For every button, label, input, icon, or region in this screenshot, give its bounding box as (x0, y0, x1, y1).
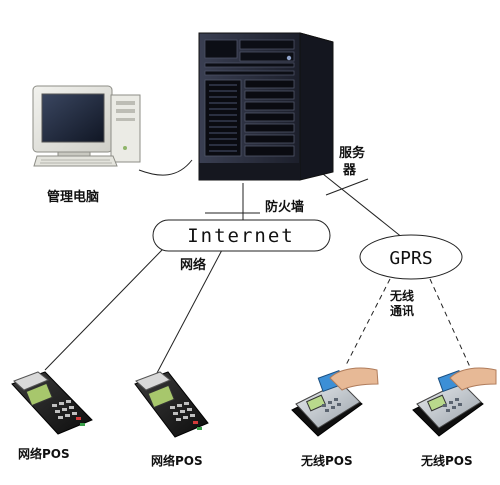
admin-pc: 管理电脑 (32, 85, 141, 205)
pos-terminal-2: 网络POS (134, 371, 209, 468)
gprs-oval (359, 234, 463, 280)
server-label-line1: 服务 (339, 145, 366, 161)
monitor-icon (32, 85, 113, 160)
network-label: 网络 (180, 257, 206, 273)
wireless-pos-2-label: 无线POS (420, 453, 473, 468)
pc-to-server-cable (138, 159, 193, 176)
wireless-pos-terminal-icon (412, 367, 497, 437)
server: 服务 器 (198, 32, 366, 181)
internet-to-pos2-line (156, 249, 223, 374)
pos-terminal-1: 网络POS (11, 371, 93, 461)
pos-terminal-icon (134, 371, 209, 438)
wireless-pos-2: 无线POS (412, 367, 497, 468)
wireless-pos-1: 无线POS (291, 367, 379, 468)
pos-terminal-1-label: 网络POS (18, 446, 70, 461)
pc-tower-icon (110, 94, 141, 163)
admin-pc-label: 管理电脑 (47, 189, 99, 205)
pos-terminal-2-label: 网络POS (151, 453, 203, 468)
gprs-to-wpos2-line (429, 278, 471, 368)
gprs-label: GPRS (389, 248, 432, 269)
wireless-pos-1-label: 无线POS (300, 453, 353, 468)
internet-to-pos1-line (44, 249, 163, 371)
internet-node: Internet 网络 (152, 219, 331, 273)
internet-oval (152, 219, 331, 252)
pos-terminal-icon (11, 371, 93, 435)
gprs-to-wpos1-line (344, 278, 391, 368)
wireless-comm-label-line1: 无线 (389, 288, 414, 303)
firewall-label: 防火墙 (265, 199, 304, 215)
server-to-gprs-line (317, 169, 404, 239)
gprs-break-mark (325, 178, 369, 196)
keyboard-icon (33, 155, 118, 167)
server-label-line2: 器 (342, 163, 357, 178)
server-icon (198, 32, 334, 181)
internet-label: Internet (187, 225, 295, 247)
wireless-comm-label-line2: 通讯 (390, 303, 414, 318)
connections (44, 159, 471, 374)
wireless-pos-terminal-icon (291, 367, 379, 437)
gprs-node: GPRS 无线 通讯 (359, 234, 463, 318)
